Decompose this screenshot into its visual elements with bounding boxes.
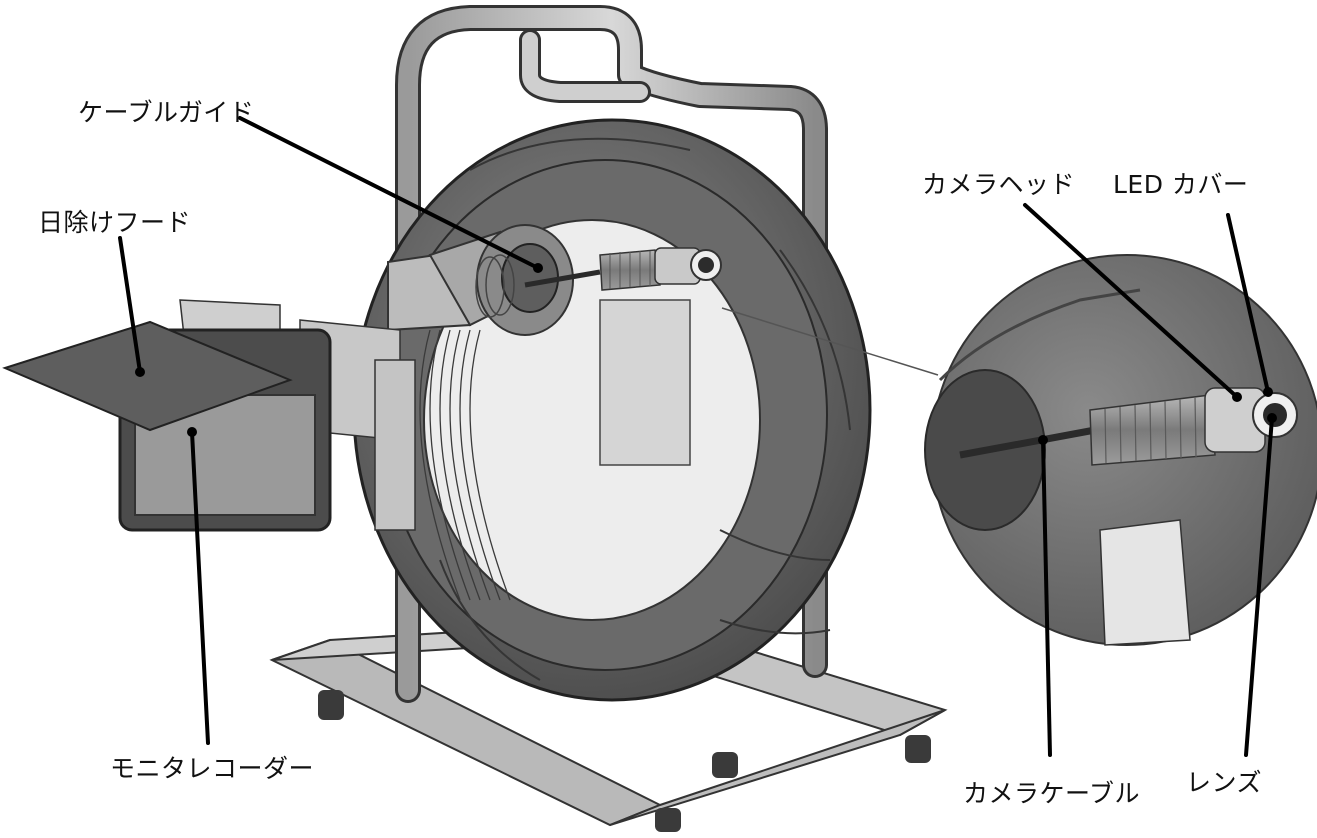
label-camera-head: カメラヘッド — [922, 170, 1076, 199]
label-sun-hood: 日除けフード — [38, 208, 192, 237]
cable-reel — [352, 118, 872, 702]
stand-frame — [395, 5, 828, 703]
leader-monitor-recorder — [190, 430, 210, 745]
cable-guide — [387, 224, 574, 336]
leader-lens — [1244, 416, 1274, 757]
label-cable-guide: ケーブルガイド — [78, 98, 255, 127]
label-led-cover: LED カバー — [1113, 170, 1249, 199]
zoom-detail — [721, 254, 1317, 646]
leader-led-cover — [1226, 213, 1270, 394]
leader-camera-head — [1023, 203, 1239, 399]
label-camera-cable: カメラケーブル — [963, 779, 1141, 808]
leader-sun-hood — [118, 236, 142, 374]
camera-head — [524, 247, 722, 291]
leader-camera-cable — [1041, 438, 1052, 757]
leader-cable-guide — [238, 116, 540, 270]
label-monitor-recorder: モニタレコーダー — [110, 754, 315, 783]
monitor-recorder — [2, 299, 416, 532]
label-lens: レンズ — [1186, 768, 1263, 797]
leader-lines — [118, 116, 1274, 757]
